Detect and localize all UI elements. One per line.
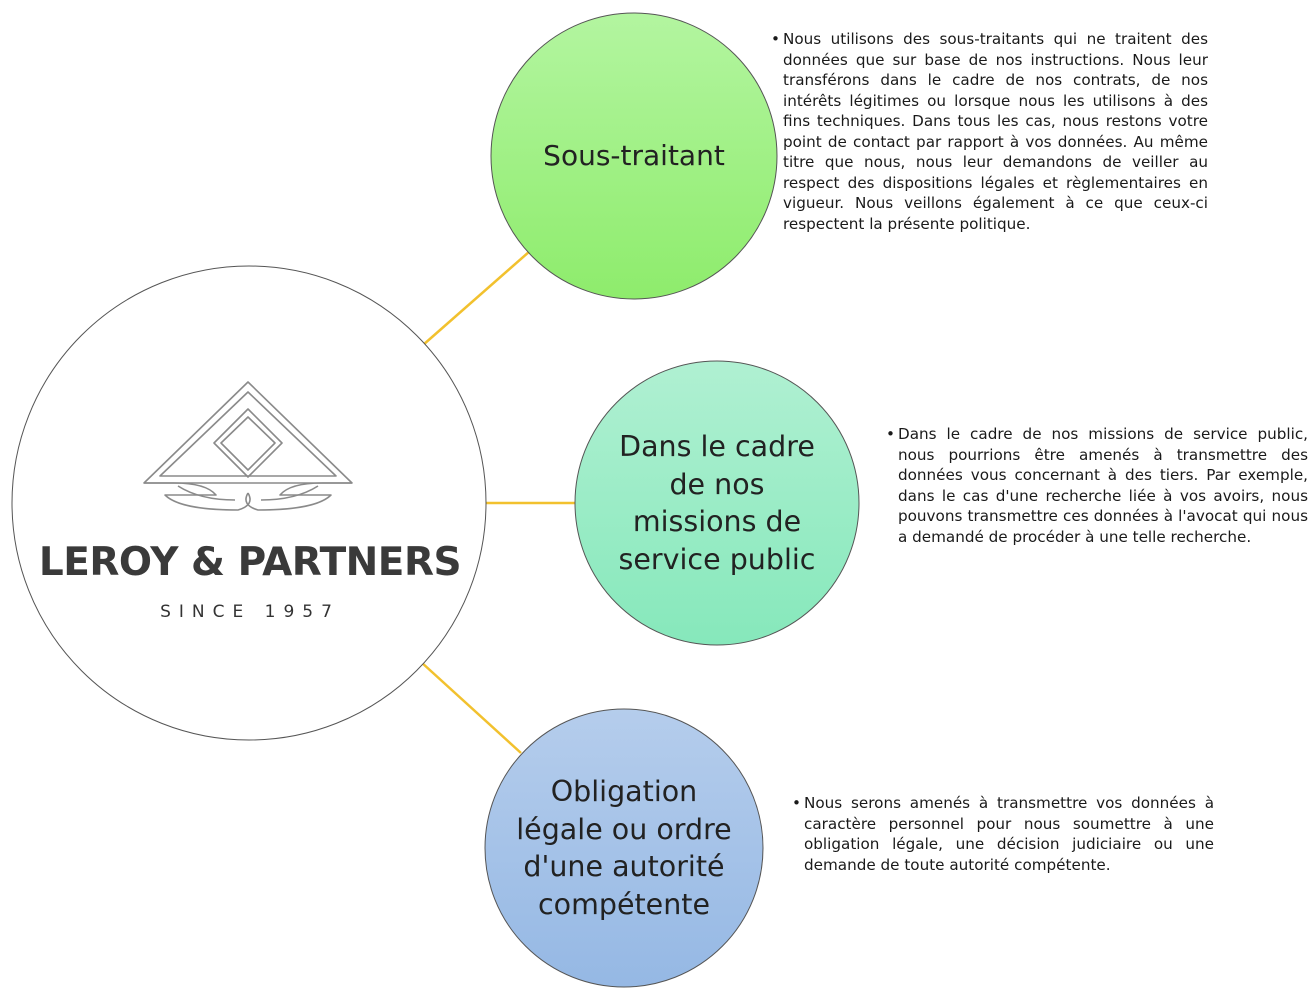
description-text: Dans le cadre de nos missions de service… [898, 425, 1308, 546]
node-circle-sous-traitant [490, 12, 778, 300]
bullet-icon: • [886, 425, 895, 443]
connector-line-3 [420, 661, 522, 754]
scales-triangle-logo-icon [143, 381, 353, 511]
node-circle-service-public [574, 360, 860, 646]
connector-line-1 [422, 250, 531, 346]
description-obligation-legale: • Nous serons amenés à transmettre vos d… [792, 793, 1214, 875]
bullet-icon: • [771, 30, 780, 48]
node-circle-obligation-legale [484, 708, 764, 988]
brand-name: LEROY & PARTNERS [38, 540, 462, 585]
node-title-service-public: Dans le cadre de nos missions de service… [618, 430, 816, 576]
bullet-icon: • [792, 794, 801, 812]
description-service-public: • Dans le cadre de nos missions de servi… [886, 424, 1308, 547]
brand-since: SINCE 1957 [160, 602, 340, 622]
description-text: Nous utilisons des sous-traitants qui ne… [783, 30, 1208, 233]
description-sous-traitant: • Nous utilisons des sous-traitants qui … [771, 29, 1208, 234]
node-title-obligation-legale: Obligation légale ou ordre d'une autorit… [516, 775, 732, 921]
description-text: Nous serons amenés à transmettre vos don… [804, 794, 1214, 874]
node-title-sous-traitant: Sous-traitant [543, 139, 725, 173]
